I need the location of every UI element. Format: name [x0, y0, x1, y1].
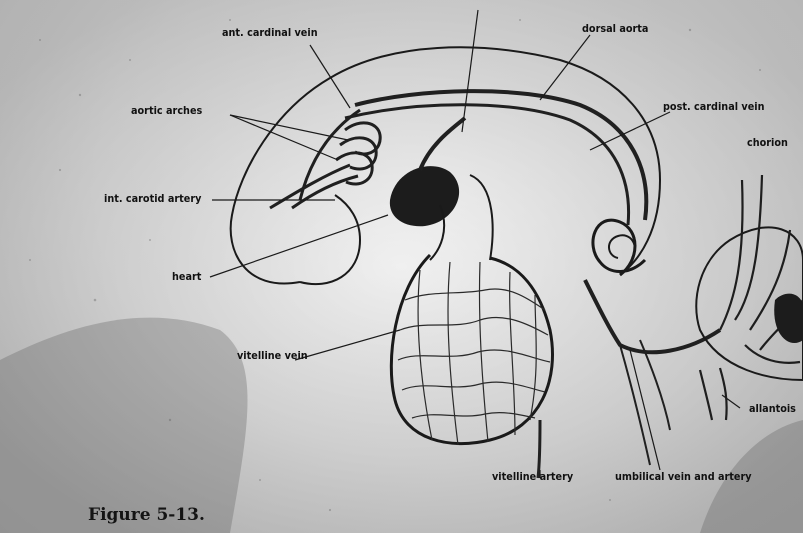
label-ant-cardinal-vein: ant. cardinal vein — [222, 26, 318, 39]
label-post-cardinal-vein: post. cardinal vein — [663, 100, 765, 113]
label-umbilical-vein-and-artery: umbilical vein and artery — [615, 470, 752, 483]
label-vitelline-vein: vitelline vein — [237, 349, 308, 362]
label-chorion: chorion — [747, 136, 788, 149]
label-aortic-arches: aortic arches — [131, 104, 202, 117]
label-allantois: allantois — [749, 402, 796, 415]
label-int-carotid-artery: int. carotid artery — [104, 192, 201, 205]
label-vitelline-artery: vitelline artery — [492, 470, 573, 483]
label-heart: heart — [172, 270, 201, 283]
figure-caption: Figure 5-13. — [88, 505, 205, 525]
label-dorsal-aorta: dorsal aorta — [582, 22, 648, 35]
